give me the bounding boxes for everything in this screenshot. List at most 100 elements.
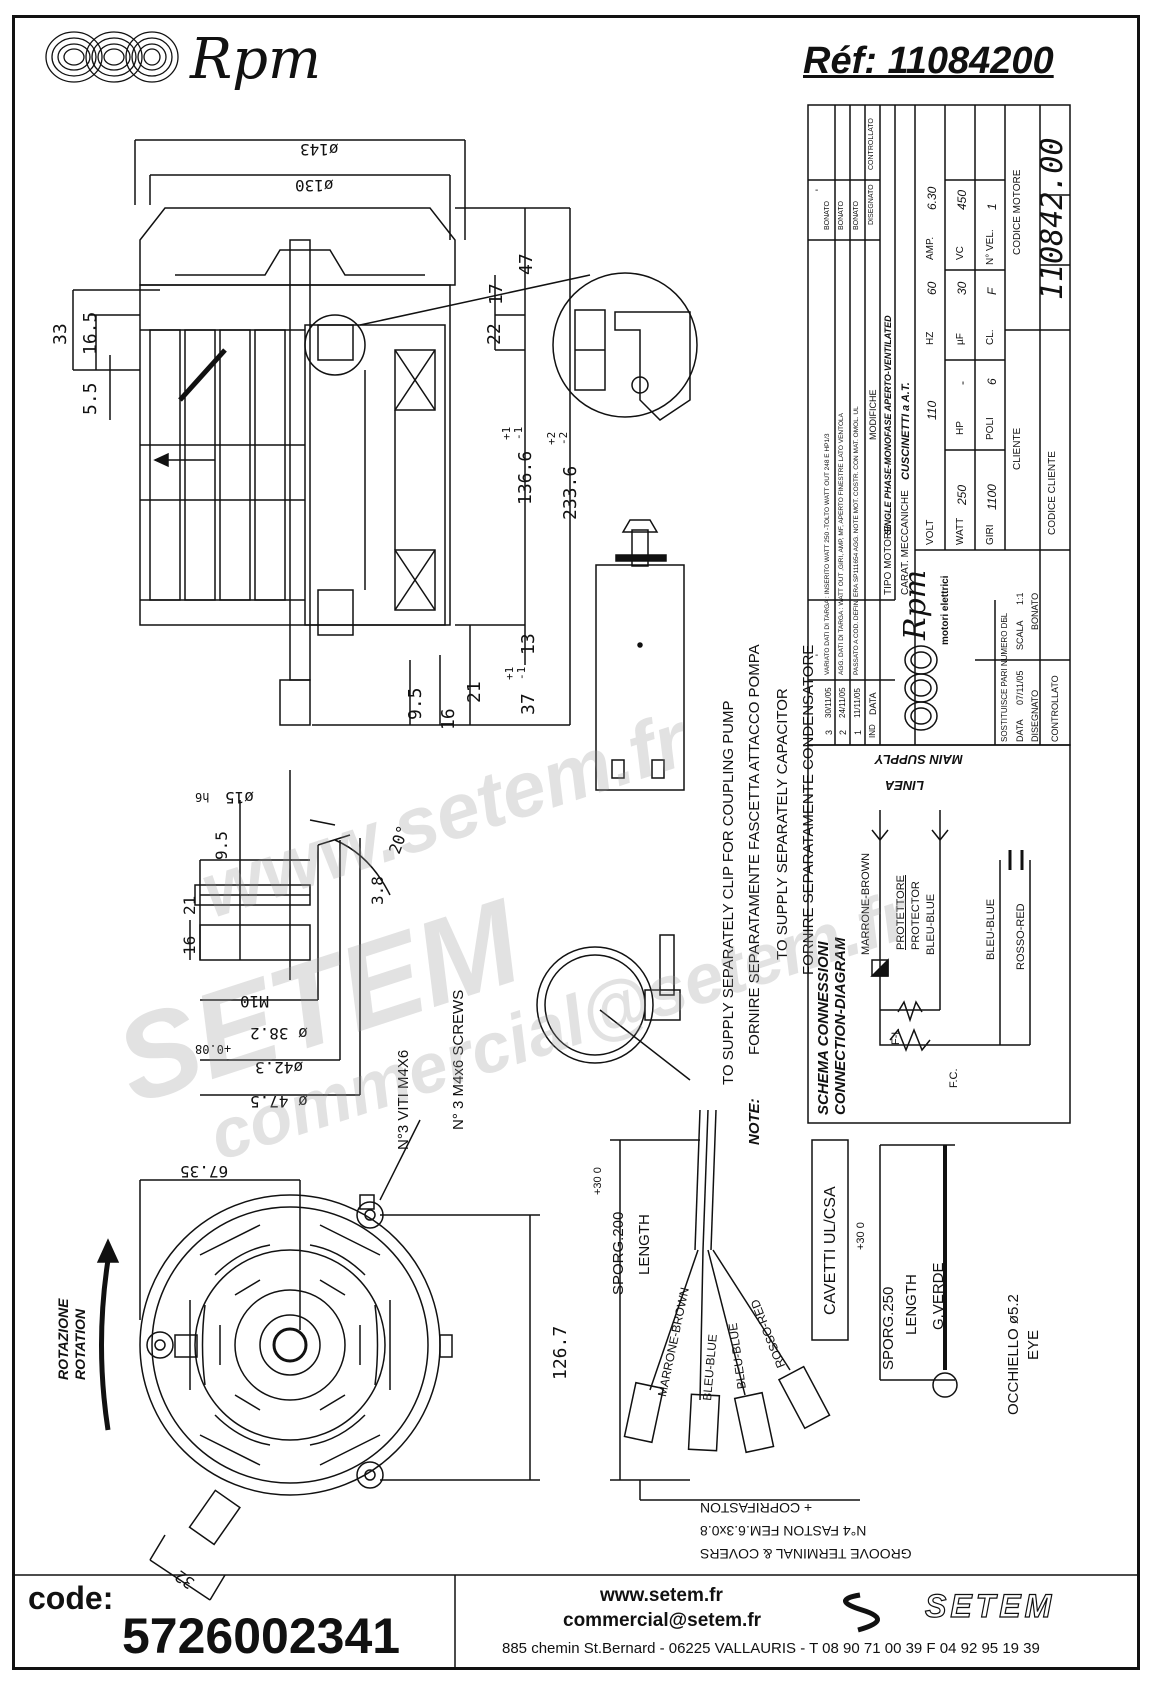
conn-red: ROSSO-RED <box>1015 903 1027 970</box>
dim-5-5: 5.5 <box>80 382 101 415</box>
faston-line-2: N°4 FASTON FEM.6.3x0.8 <box>700 1523 867 1539</box>
rev-head-by: DISEGNATO <box>868 184 875 225</box>
disegnato-label: DISEGNATO <box>1030 689 1040 742</box>
winding-top <box>394 349 436 411</box>
amp-label: AMP. <box>925 236 936 260</box>
code-value: 5726002341 <box>122 1608 401 1664</box>
uf-value: 30 <box>955 281 969 295</box>
conn-blue-a: BLEU-BLUE <box>925 893 937 955</box>
winding-bottom <box>394 549 436 611</box>
note-screws-it: N°3 VITI M4X6 <box>395 1049 412 1150</box>
drawing-sheet <box>12 15 1140 1670</box>
note-capacitor-en: TO SUPPLY SEPARATELY CAPACITOR <box>774 688 791 960</box>
cl-label: CL. <box>985 329 996 345</box>
dim-16: 16 <box>438 708 459 730</box>
rev-head-n: IND <box>868 724 877 738</box>
codice-cliente-label: CODICE CLIENTE <box>1047 451 1058 535</box>
titleblock-rpm: Rpm <box>898 569 933 640</box>
footer-email[interactable]: commercial@setem.fr <box>563 1610 762 1631</box>
dim-shaft-h6: h6 <box>195 790 210 804</box>
disegnato-value: BONATO <box>1030 592 1040 630</box>
tipo-motore-label: TIPO MOTORE <box>883 525 894 595</box>
reference-number: Réf: 11084200 <box>803 40 1054 82</box>
dim-shaft-tol: +0.08 <box>195 1042 232 1056</box>
titleblock-rpm-sub: motori elettrici <box>940 575 951 645</box>
rev-3-by: BONATO <box>824 201 831 230</box>
codice-motore-label: CODICE MOTORE <box>1012 169 1023 255</box>
rev-2-desc: AGG. DATI DI TARGA : WATT OUT ,GIRI, AMP… <box>838 413 845 675</box>
carat: CUSCINETTI a A.T. <box>900 382 912 480</box>
footer-website[interactable]: www.setem.fr <box>600 1585 723 1606</box>
detail-circle <box>304 314 366 376</box>
hz-label: HZ <box>925 331 936 345</box>
cl-value: F <box>985 287 999 295</box>
scala-value: 1:1 <box>1015 592 1025 605</box>
sostituisce-value: - <box>1000 616 1011 620</box>
main-supply-label: MAIN SUPPLY <box>875 752 963 767</box>
nvel-label: N° VEL. <box>985 229 996 265</box>
front-view-outer <box>139 1194 441 1496</box>
dim-22: 22 <box>484 323 505 345</box>
note-label: NOTE: <box>746 1098 763 1145</box>
dim-37: 37 <box>518 693 539 715</box>
conn-brown: MARRONE-BROWN <box>860 852 872 955</box>
rev-3-date: 30/11/05 <box>824 687 833 718</box>
dim-shaft-m10: M10 <box>240 992 269 1011</box>
shaft-end <box>279 679 311 726</box>
dim-233: 233.6 <box>560 465 581 520</box>
detail-enlarged <box>552 272 698 418</box>
footer-address: 885 chemin St.Bernard - 06225 VALLAURIS … <box>502 1640 1040 1657</box>
rev-dash-2: - <box>815 650 819 661</box>
setem-logo-icon <box>843 1592 880 1633</box>
note-clip-it: FORNIRE SEPARATAMENTE FASCETTA ATTACCO P… <box>746 644 763 1055</box>
dim-16-5: 16.5 <box>80 311 101 355</box>
conn-blue-b: BLEU-BLUE <box>985 898 997 960</box>
note-screws-en: N° 3 M4x6 SCREWS <box>450 989 467 1130</box>
nvel-value: 1 <box>985 203 999 210</box>
watt-label: WATT <box>955 517 966 545</box>
cliente-label: CLIENTE <box>1012 427 1023 470</box>
title-block <box>807 104 1071 746</box>
setem-logo-text: SETEM <box>924 1587 1056 1624</box>
dim-shaft-9-5: 9.5 <box>212 831 231 860</box>
volt-label: VOLT <box>925 519 936 545</box>
giri-label: GIRI <box>985 524 996 545</box>
dim-9-5: 9.5 <box>405 687 426 720</box>
connection-title-en: CONNECTION-DIAGRAM <box>832 937 849 1116</box>
poli-value: 6 <box>985 378 999 385</box>
dim-d143: ø143 <box>300 140 339 159</box>
note-clip-en: TO SUPPLY SEPARATELY CLIP FOR COUPLING P… <box>720 700 737 1085</box>
occhiello: OCCHIELLO ø5.2 <box>1005 1294 1022 1415</box>
g-verde: G.VERDE <box>930 1262 947 1330</box>
dim-shaft-3-8: 3.8 <box>368 876 387 905</box>
brand-rpm: Rpm <box>190 27 322 92</box>
dim-shaft-16: 16 <box>180 935 199 955</box>
dim-37-tol-minus: -1 <box>515 666 528 680</box>
dim-d130: ø130 <box>295 176 334 195</box>
connection-title-it: SCHEMA CONNESSIONI <box>815 941 832 1115</box>
dim-shaft-d38: ø 38.2 <box>250 1024 308 1043</box>
conn-protettore: PROTETTORE <box>895 875 907 950</box>
dim-shaft-21: 21 <box>180 895 199 915</box>
pump-clip <box>536 946 654 1064</box>
dim-front-126: 126.7 <box>550 1325 571 1380</box>
dim-front-67: 67.35 <box>180 1162 229 1181</box>
rotation-arrow <box>99 1259 111 1431</box>
bearing-bottom <box>317 589 354 636</box>
rotation-it: ROTAZIONE <box>55 1298 71 1380</box>
sostituisce-label: SOSTITUISCE PARI NUMERO DEL <box>1000 612 1009 742</box>
rev-3-n: 3 <box>824 729 834 735</box>
coil-logo-icon <box>45 31 179 83</box>
sporg-200: SPORG.200 <box>610 1211 627 1295</box>
sporg-200-tol: +30 0 <box>592 1167 604 1195</box>
poli-label: POLI <box>985 417 996 440</box>
rev-2-date: 24/11/05 <box>838 687 847 718</box>
length-2: LENGTH <box>903 1274 920 1335</box>
cavetti-box <box>811 1139 849 1341</box>
codice-motore-value: 110842.00 <box>1035 137 1070 300</box>
data-value: 07/11/05 <box>1015 670 1025 705</box>
note-capacitor-it: FORNIRE SEPARATAMENTE CONDENSATORE <box>800 644 817 975</box>
eye-label: EYE <box>1025 1329 1042 1360</box>
dim-21: 21 <box>464 681 485 703</box>
amp-value: 6.30 <box>925 186 939 210</box>
